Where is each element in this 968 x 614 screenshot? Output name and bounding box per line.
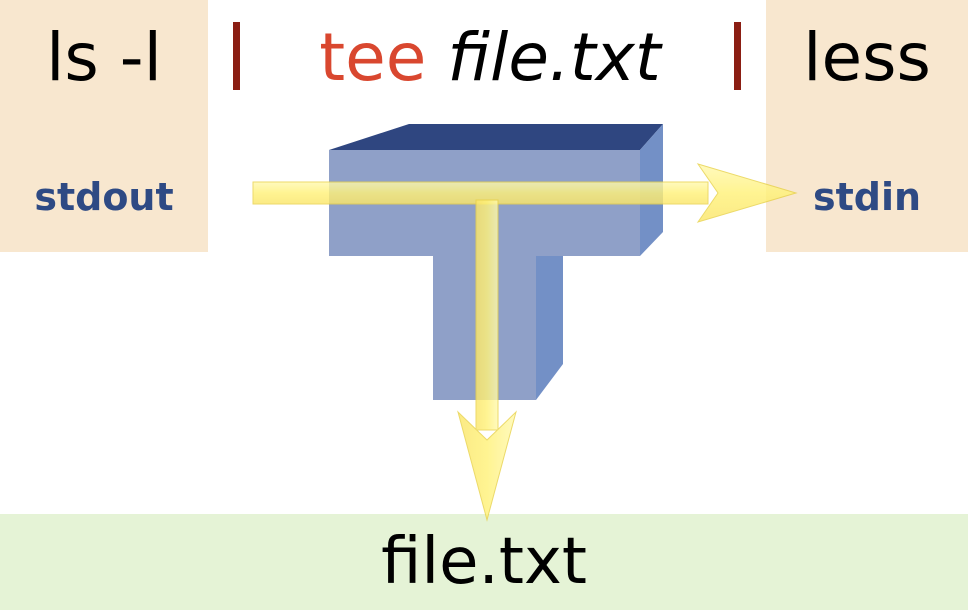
less-command: less xyxy=(803,19,931,96)
tee-top-face xyxy=(329,124,663,150)
tee-command: tee file.txt xyxy=(250,8,730,108)
tee-stem-side-face xyxy=(536,232,563,400)
tee-command-argument: file.txt xyxy=(447,19,661,96)
flow-arrow-vertical xyxy=(457,199,517,522)
pipe-symbol-2 xyxy=(734,22,741,90)
stdout-label: stdout xyxy=(34,175,174,219)
output-file-name: file.txt xyxy=(381,525,587,599)
file-output-panel xyxy=(0,514,968,610)
tee-command-name: tee xyxy=(319,19,427,96)
ls-command: ls -l xyxy=(46,19,162,96)
stdin-label: stdin xyxy=(812,175,922,219)
less-command-panel xyxy=(766,0,968,252)
ls-command-panel xyxy=(0,0,208,252)
pipe-symbol-1 xyxy=(233,22,240,90)
